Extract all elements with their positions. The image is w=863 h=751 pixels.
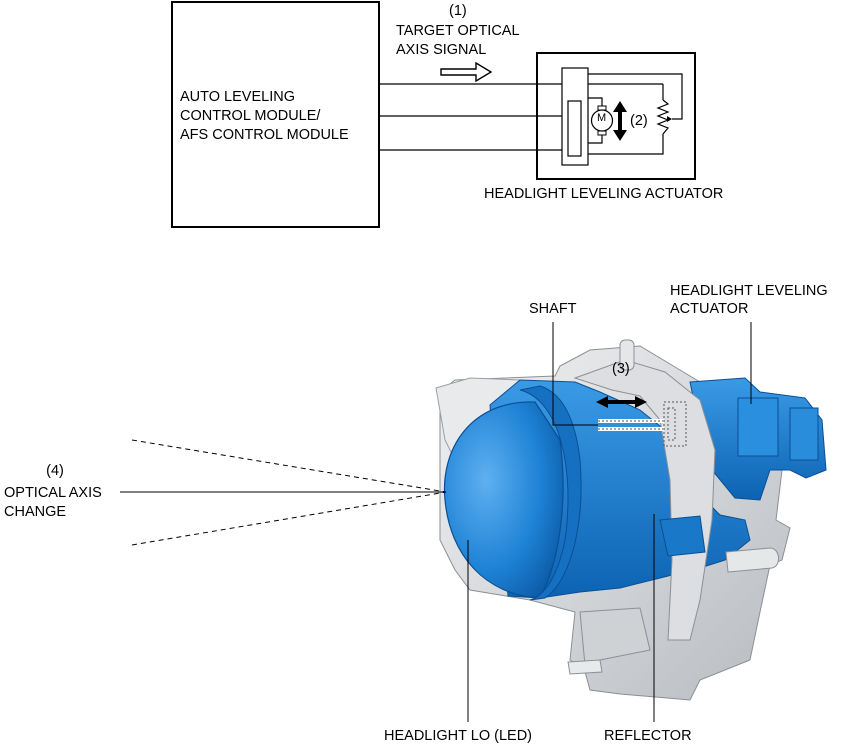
potentiometer-wiper-icon — [667, 116, 672, 122]
optical-axis-number: (4) — [46, 463, 64, 479]
shaft-leader-line — [552, 322, 598, 426]
optical-axis-upper-dashed — [131, 439, 447, 493]
optical-axis-label-line1: OPTICAL AXIS — [4, 485, 102, 501]
control-module-label-line1: AUTO LEVELING — [180, 89, 295, 105]
actuator-photo-label-line1: HEADLIGHT LEVELING — [670, 283, 828, 299]
potentiometer-icon — [656, 99, 670, 135]
actuator-slider — [567, 100, 582, 157]
control-module-label-line2: CONTROL MODULE/ — [180, 108, 321, 124]
actuator-box — [536, 52, 696, 180]
shaft-pin — [619, 339, 635, 371]
motor-label: M — [597, 112, 607, 124]
actuator-wire-bottom — [588, 134, 664, 155]
signal-label-line2: AXIS SIGNAL — [396, 42, 487, 58]
signal-label-line1: TARGET OPTICAL — [396, 23, 520, 39]
actuator-wire-top — [588, 73, 683, 120]
headlight-lo-label: HEADLIGHT LO (LED) — [384, 728, 532, 744]
actuator-box-caption: HEADLIGHT LEVELING ACTUATOR — [484, 186, 724, 202]
signal-direction-arrow — [440, 61, 493, 83]
motor-icon — [590, 109, 614, 132]
actuator-photo-label-line2: ACTUATOR — [670, 301, 749, 317]
signal-number: (1) — [449, 3, 467, 19]
optical-axis-lower-dashed — [131, 491, 447, 546]
reflector-label: REFLECTOR — [604, 728, 692, 744]
shaft-detail-box — [663, 401, 687, 447]
shaft-label: SHAFT — [529, 301, 577, 317]
actuator-number: (2) — [630, 113, 648, 129]
reflector — [573, 359, 716, 641]
headlight-lens — [443, 401, 564, 599]
control-module-box — [171, 1, 380, 228]
shaft-motion-number: (3) — [612, 361, 630, 377]
optical-axis-label-line2: CHANGE — [4, 504, 67, 520]
control-module-label-line3: AFS CONTROL MODULE — [180, 127, 349, 143]
